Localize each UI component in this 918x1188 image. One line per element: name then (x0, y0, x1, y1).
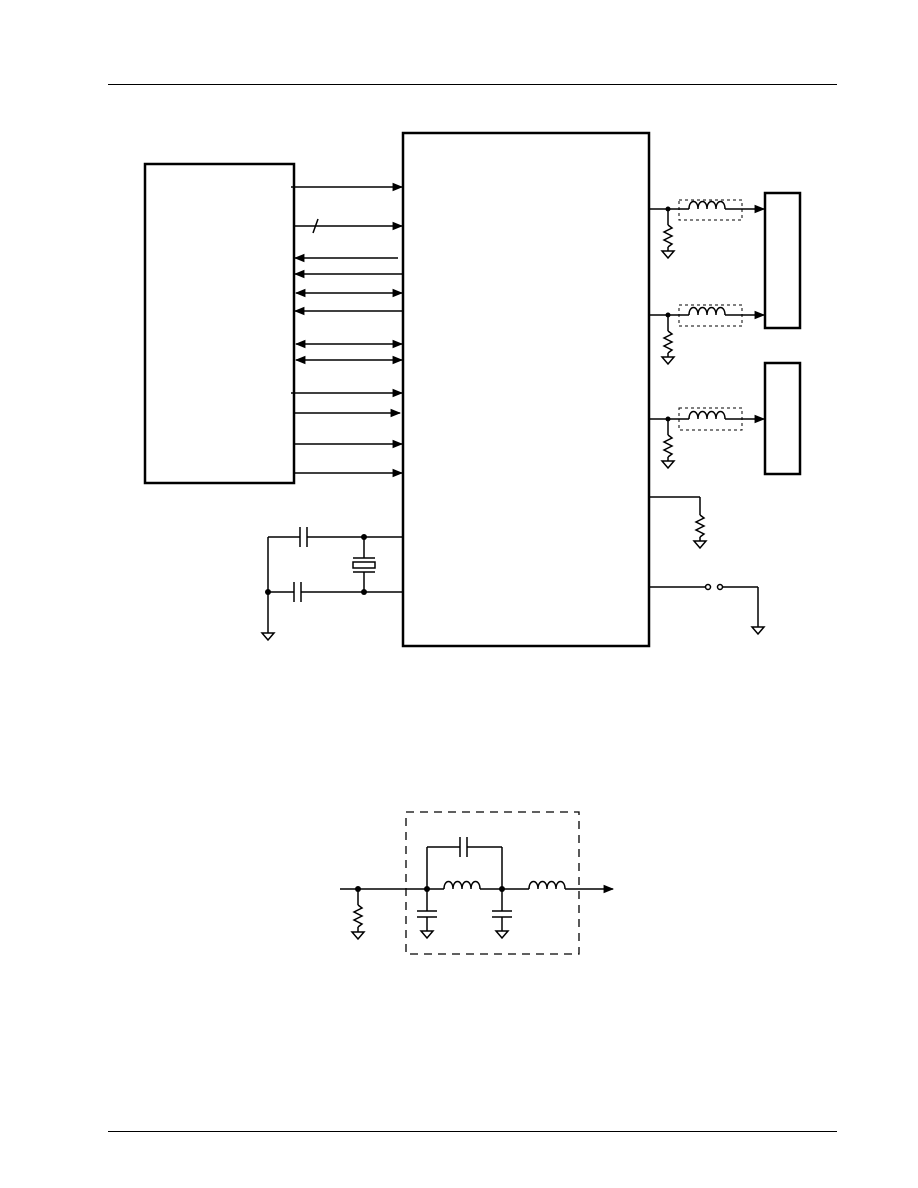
left-controller-block (143, 162, 296, 485)
header-rule (108, 84, 837, 85)
switch-contact (716, 583, 724, 591)
pull-down-resistor (650, 496, 708, 550)
inductor-coil (688, 200, 726, 210)
filter-box (678, 304, 743, 327)
junction-dot (265, 589, 271, 595)
resistor-symbol (352, 904, 364, 928)
ground-symbol (692, 540, 708, 550)
crystal-symbol (352, 561, 376, 569)
resistor-symbol (662, 224, 674, 248)
switch-to-ground (650, 583, 766, 636)
ground-symbol (660, 250, 676, 260)
connector-block-2 (763, 361, 802, 476)
inductor-coil (688, 306, 726, 316)
inductor-coil (528, 880, 566, 890)
detail-filter-network (340, 811, 615, 955)
connector-block-1 (763, 191, 802, 330)
inductor-coil (688, 410, 726, 420)
ground-symbol (660, 460, 676, 470)
crystal-oscillator-network (260, 527, 403, 642)
ground-symbol (260, 632, 276, 642)
bus-slash-mark (312, 218, 319, 234)
switch-contact (704, 583, 712, 591)
resistor-symbol (662, 330, 674, 354)
output-filter-3 (650, 407, 766, 470)
ground-symbol (494, 930, 510, 940)
filter-box (678, 407, 743, 431)
footer-rule (108, 1131, 837, 1132)
resistor-symbol (694, 514, 706, 538)
output-filter-1 (650, 199, 766, 260)
resistor-symbol (662, 434, 674, 458)
filter-boundary (405, 811, 580, 955)
signal-bus-lines (291, 182, 404, 478)
output-filter-2 (650, 304, 766, 366)
ground-symbol (750, 626, 766, 636)
ground-symbol (419, 930, 435, 940)
center-chip-block (401, 131, 651, 648)
ground-symbol (660, 356, 676, 366)
filter-box (678, 199, 743, 221)
inductor-coil (443, 880, 481, 890)
ground-symbol (350, 931, 366, 941)
